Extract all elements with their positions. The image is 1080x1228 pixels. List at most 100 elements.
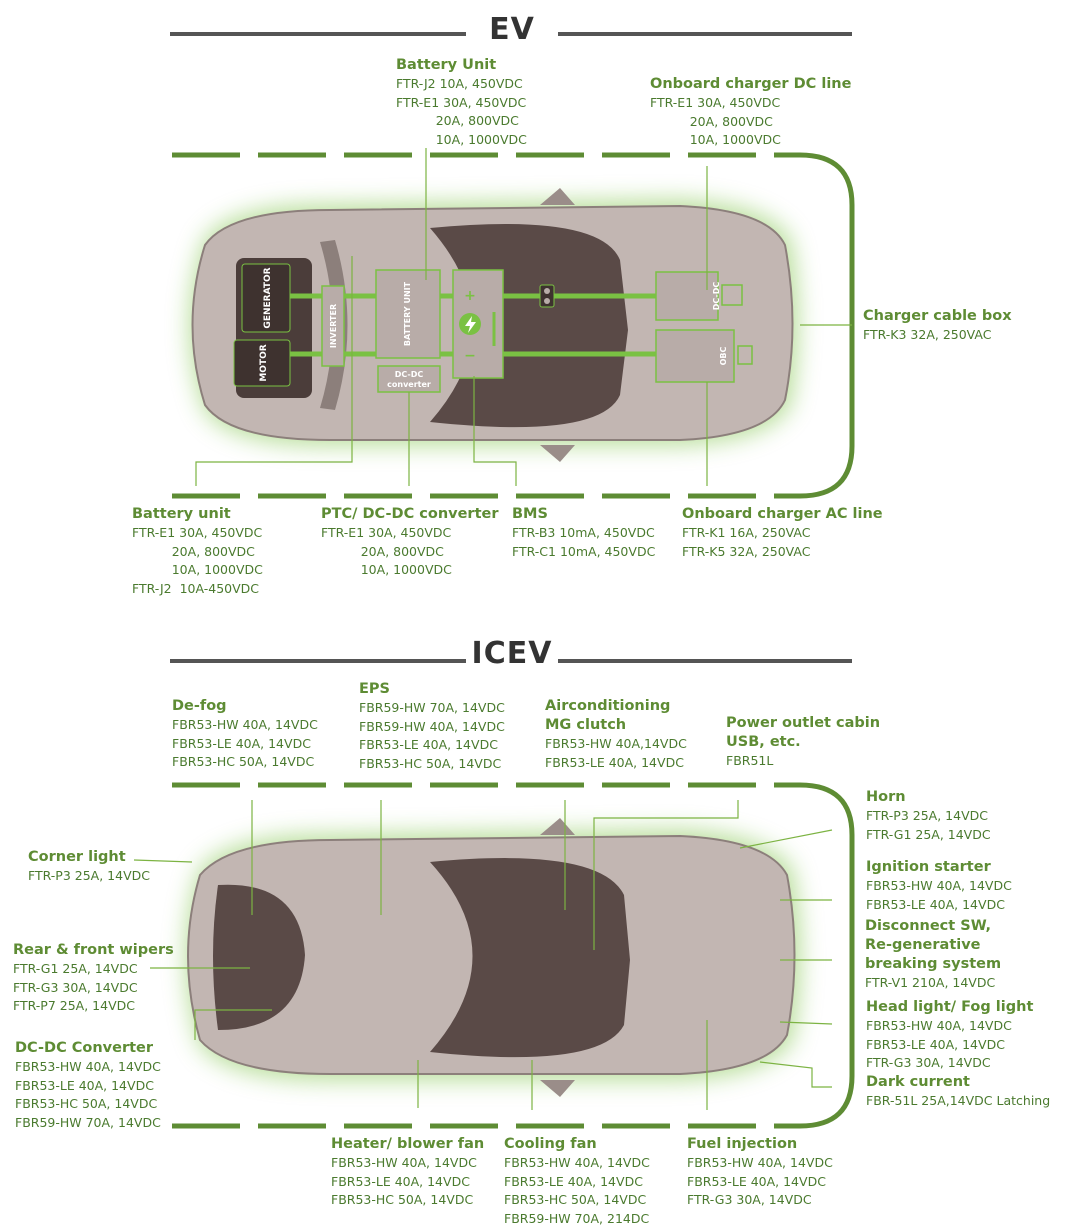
charging-port-icon-bottom <box>737 345 753 365</box>
callout-spec-line: 20A, 800VDC <box>650 113 773 129</box>
callout-title-line: Battery Unit <box>396 57 497 73</box>
callout-spec-line: FBR53-HW 40A,14VDC <box>545 736 687 751</box>
callout-spec-line: FBR-51L 25A,14VDC Latching <box>866 1093 1051 1108</box>
callout-spec-line: FBR53-HW 40A, 14VDC <box>866 878 1012 893</box>
callout-spec-line: FBR53-HW 40A, 14VDC <box>331 1155 477 1170</box>
callout-title-line: Power outlet cabin <box>726 715 881 731</box>
dcdc-converter-label-1: DC-DC <box>395 370 424 379</box>
callout-spec-line: FBR53-HW 40A, 14VDC <box>504 1155 650 1170</box>
ev-section-title: EV <box>489 12 535 47</box>
callout-spec-line: FBR59-HW 70A, 214DC <box>504 1210 650 1226</box>
callout-spec-line: FBR53-LE 40A, 14VDC <box>866 896 1005 912</box>
callout-title-line: De-fog <box>172 698 227 714</box>
callout-spec-line: FTR-V1 210A, 14VDC <box>865 975 996 990</box>
callout-title: De-fog <box>172 697 318 716</box>
callout-spec-line: FTR-E1 30A, 450VDC <box>650 95 781 110</box>
callout-title-line: USB, etc. <box>726 734 801 750</box>
callout-title-line: Charger cable box <box>863 308 1012 324</box>
callout-title: EPS <box>359 680 505 699</box>
callout-title-line: Re-generative <box>865 937 981 953</box>
callout-spec-line: FTR-K1 16A, 250VAC <box>682 525 811 540</box>
callout-title: Onboard charger DC line <box>650 75 851 94</box>
callout-title-line: PTC/ DC-DC converter <box>321 506 499 522</box>
relay-icon <box>539 284 555 308</box>
callout-title-line: Head light/ Fog light <box>866 999 1034 1015</box>
callout-title: PTC/ DC-DC converter <box>321 505 499 524</box>
callout-title: Ignition starter <box>866 858 1012 877</box>
callout-title: Rear & front wipers <box>13 941 174 960</box>
icev-car <box>186 818 800 1097</box>
callout-spec-line: FBR53-HW 40A, 14VDC <box>866 1018 1012 1033</box>
generator-label: GENERATOR <box>263 267 273 328</box>
callout-title: Heater/ blower fan <box>331 1135 484 1154</box>
callout-title-line: Corner light <box>28 849 126 865</box>
callout-spec-line: FTR-C1 10mA, 450VDC <box>512 543 656 559</box>
ev-components: GENERATOR MOTOR INVERTER BATTERY UNIT DC… <box>233 263 753 393</box>
callout-spec-line: FTR-J2 10A-450VDC <box>132 580 260 596</box>
callout-title-line: MG clutch <box>545 717 627 733</box>
minus-sign: − <box>464 348 476 364</box>
callout-spec-line: FBR53-HC 50A, 14VDC <box>15 1096 158 1111</box>
dcdc-converter-label-2: converter <box>387 380 431 389</box>
callout-bms: BMS FTR-B3 10mA, 450VDC FTR-C1 10mA, 450VD… <box>512 505 655 561</box>
callout-spec-line: FBR53-LE 40A, 14VDC <box>331 1173 470 1189</box>
callout-title: Head light/ Fog light <box>866 998 1033 1017</box>
callout-spec-line: 10A, 1000VDC <box>321 562 452 577</box>
callout-title: Battery Unit <box>396 56 527 75</box>
callout-title-line: Onboard charger AC line <box>682 506 883 522</box>
callout-title-line: DC-DC Converter <box>15 1040 154 1056</box>
motor-box <box>233 339 291 387</box>
callout-spec-line: FTR-P3 25A, 14VDC <box>28 868 150 883</box>
callout-spec-line: FBR53-LE 40A, 14VDC <box>172 735 311 751</box>
charging-port-icon-top <box>721 284 743 306</box>
callout-spec-line: FBR59-HW 70A, 14VDC <box>359 700 505 715</box>
dcdc-converter-box <box>377 365 441 393</box>
callout-title-line: EPS <box>359 681 390 697</box>
plus-sign: + <box>464 288 476 304</box>
battery-unit-box <box>375 269 441 359</box>
callout-spec-line: FBR53-HC 50A, 14VDC <box>172 754 315 769</box>
callout-spec-line: 20A, 800VDC <box>321 543 444 559</box>
callout-title-line: Fuel injection <box>687 1136 798 1152</box>
callout-title-line: Onboard charger DC line <box>650 76 852 92</box>
callout-title-line: BMS <box>512 506 548 522</box>
callout-spec-line: FBR53-HW 40A, 14VDC <box>172 717 318 732</box>
callout-spec-line: FTR-G1 25A, 14VDC <box>866 826 991 842</box>
callout-spec-line: FBR53-HW 40A, 14VDC <box>687 1155 833 1170</box>
dcdc-box <box>655 271 719 321</box>
callout-spec-line: FTR-E1 30A, 450VDC <box>321 525 452 540</box>
callout-spec-line: FBR53-LE 40A, 14VDC <box>866 1036 1005 1052</box>
icev-section-title: ICEV <box>471 636 553 671</box>
callout-spec-line: FTR-P3 25A, 14VDC <box>866 808 988 823</box>
dcdc-label: DC-DC <box>712 282 721 311</box>
callout-spec-line: 20A, 800VDC <box>132 543 255 559</box>
ev-leader-lines <box>195 148 852 486</box>
callout-title-line: Battery unit <box>132 506 231 522</box>
callout-spec-line: FBR53-LE 40A, 14VDC <box>545 754 684 770</box>
callout-spec-line: FBR59-HW 70A, 14VDC <box>15 1114 161 1130</box>
callout-spec-line: FBR51L <box>726 753 774 768</box>
callout-spec-line: FTR-P7 25A, 14VDC <box>13 998 135 1013</box>
obc-label: OBC <box>719 346 728 365</box>
ev-mirror-bottom <box>540 445 575 462</box>
callout-spec-line: 10A, 1000VDC <box>132 562 263 577</box>
callout-title-line: Cooling fan <box>504 1136 597 1152</box>
callout-spec-line: FBR53-LE 40A, 14VDC <box>687 1173 826 1189</box>
callout-spec-line: FBR53-HW 40A, 14VDC <box>15 1059 161 1074</box>
icev-mirror-bottom <box>540 1080 575 1097</box>
callout-spec-line: FBR59-HW 40A, 14VDC <box>359 718 505 734</box>
inverter-label: INVERTER <box>329 304 338 348</box>
callout-spec-line: FTR-B3 10mA, 450VDC <box>512 525 655 540</box>
icev-mirror-top <box>540 818 575 835</box>
